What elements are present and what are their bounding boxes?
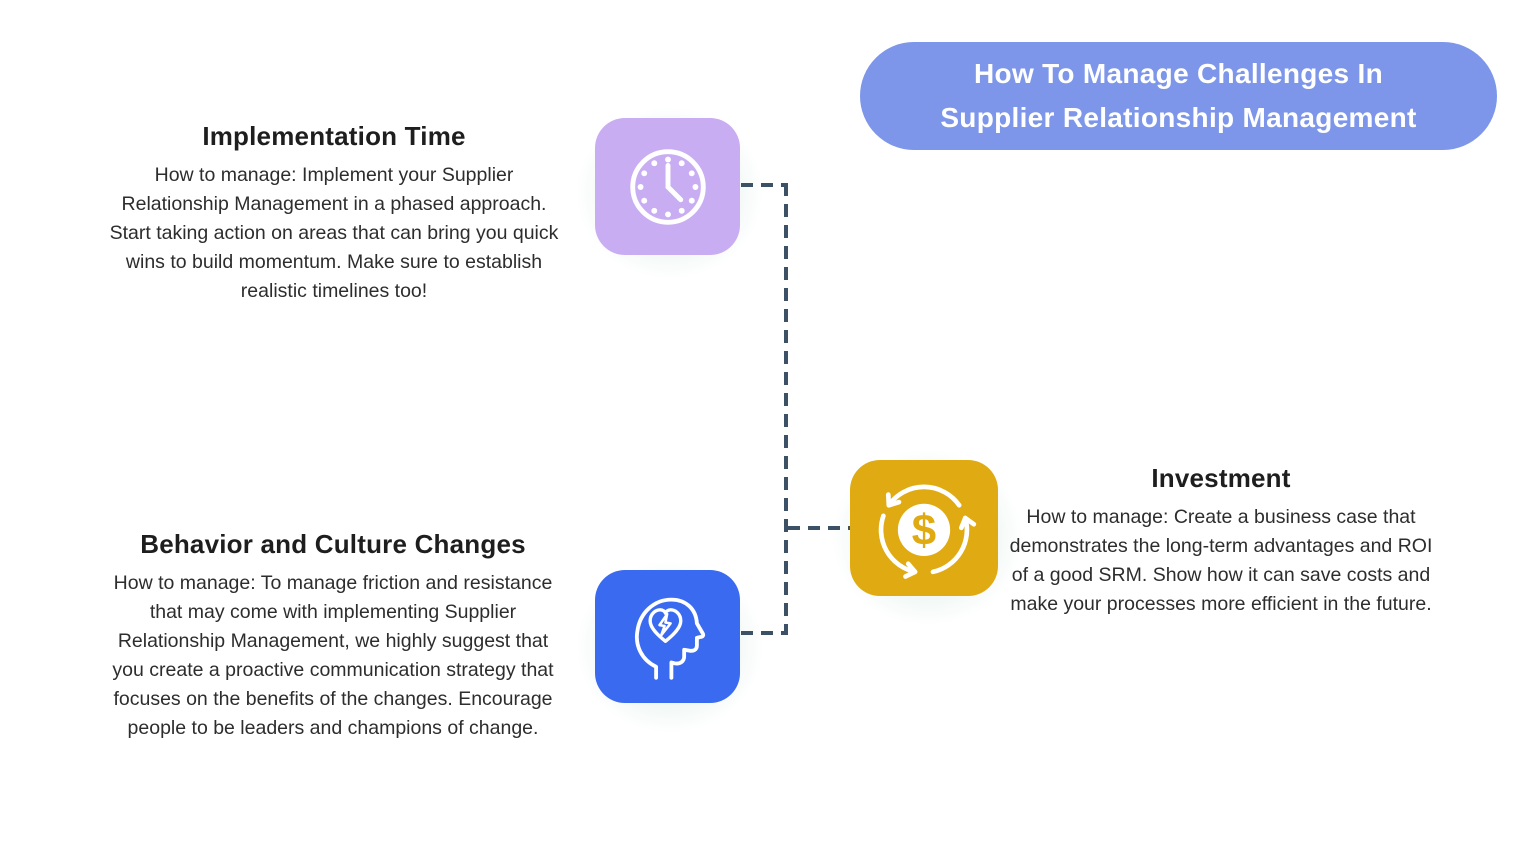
behavior-culture-icon-tile xyxy=(595,570,740,703)
connector-top-line xyxy=(741,183,788,187)
section-body: How to manage: Implement your Supplier R… xyxy=(109,164,559,302)
section-body: How to manage: Create a business case th… xyxy=(1009,506,1433,615)
section-heading: Implementation Time xyxy=(202,121,466,151)
connector-vertical-line xyxy=(784,183,788,635)
connector-bottom-line xyxy=(741,631,788,635)
section-heading: Investment xyxy=(1151,463,1291,493)
section-investment: Investment How to manage: Create a busin… xyxy=(1008,463,1434,619)
clock-icon xyxy=(629,148,706,225)
connector-middle-line xyxy=(788,526,850,530)
dollar-sign: $ xyxy=(912,506,936,555)
section-heading: Behavior and Culture Changes xyxy=(140,529,526,559)
title-line-1: How To Manage Challenges In xyxy=(974,58,1383,89)
head-heart-lightning-icon xyxy=(634,597,705,680)
section-implementation-time: Implementation Time How to manage: Imple… xyxy=(108,121,560,306)
title-banner: How To Manage Challenges In Supplier Rel… xyxy=(860,42,1497,150)
implementation-time-icon-tile xyxy=(595,118,740,255)
section-body: How to manage: To manage friction and re… xyxy=(112,572,554,739)
investment-icon-tile: $ xyxy=(850,460,998,596)
section-behavior-culture-changes: Behavior and Culture Changes How to mana… xyxy=(104,529,562,743)
title-line-2: Supplier Relationship Management xyxy=(940,102,1417,133)
dollar-cycle-icon: $ xyxy=(878,484,977,579)
